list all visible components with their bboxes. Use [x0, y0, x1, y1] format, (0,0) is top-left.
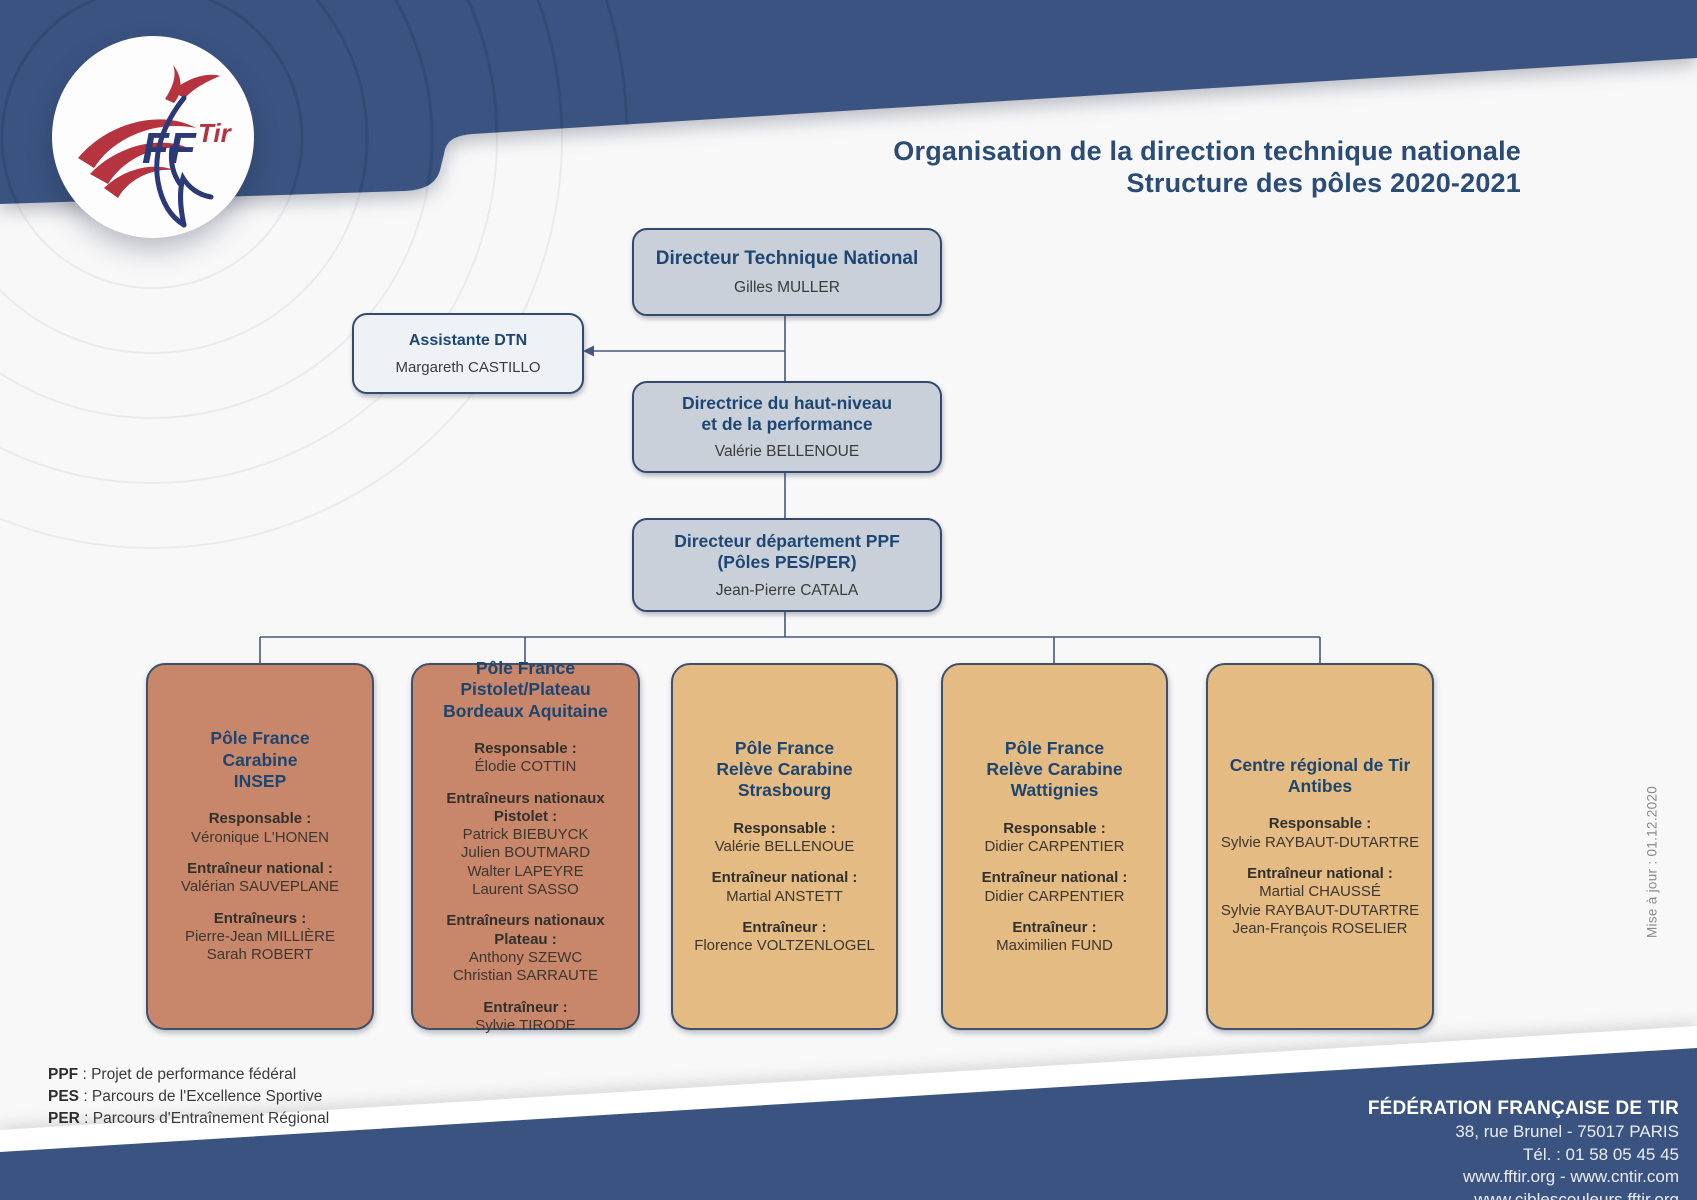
footer-org-name: FÉDÉRATION FRANÇAISE DE TIR — [1367, 1098, 1679, 1119]
dtn-name: Gilles MULLER — [734, 278, 840, 296]
pole-section: Entraîneurs nationaux Pistolet :Patrick … — [419, 790, 632, 900]
pole-section: Entraîneur :Maximilien FUND — [982, 919, 1128, 956]
directeur-ppf-title: Directeur département PPF (Pôles PES/PER… — [674, 530, 900, 572]
pole-section: Entraîneur :Sylvie TIRODE — [419, 999, 632, 1036]
pole-section: Responsable :Élodie COTTIN — [419, 740, 632, 777]
section-label: Responsable : — [733, 819, 836, 837]
person-name: Sylvie TIRODE — [475, 1016, 576, 1034]
legend-abbr: PPF — [48, 1066, 79, 1083]
pole-section: Entraîneurs nationaux Plateau :Anthony S… — [419, 912, 632, 985]
section-label: Entraîneur : — [483, 998, 568, 1016]
section-label: Entraîneur national : — [981, 869, 1128, 887]
section-label: Entraîneur national : — [1247, 865, 1393, 883]
pole-section: Responsable :Sylvie RAYBAUT-DUTARTRE — [1221, 815, 1419, 852]
directeur-ppf-box: Directeur département PPF (Pôles PES/PER… — [632, 518, 942, 612]
footer-line: 38, rue Brunel - 75017 PARIS — [1455, 1122, 1679, 1142]
person-name: Patrick BIEBUYCK — [462, 826, 589, 844]
section-label: Entraîneur national : — [711, 869, 858, 887]
person-name: Christian SARRAUTE — [452, 967, 599, 985]
pole-title: Pôle France Relève Carabine Strasbourg — [716, 737, 853, 801]
legend-row: PES : Parcours de l'Excellence Sportive — [48, 1088, 323, 1105]
pole-title: Pôle France Pistolet/Plateau Bordeaux Aq… — [443, 657, 608, 721]
person-name: Walter LAPEYRE — [467, 862, 584, 880]
pole-section: Entraîneur national :Didier CARPENTIER — [982, 869, 1128, 906]
pole-section: Entraîneur national :Martial ANSTETT — [694, 869, 875, 906]
dtn-title: Directeur Technique National — [655, 247, 919, 269]
pole-box: Pôle France Carabine INSEP Responsable :… — [146, 663, 374, 1030]
person-name: Valérian SAUVEPLANE — [180, 878, 340, 896]
person-name: Sarah ROBERT — [206, 946, 314, 964]
pole-section: Responsable :Valérie BELLENOUE — [694, 820, 875, 857]
footer-line: www.fftir.org - www.cntir.com — [1462, 1167, 1679, 1187]
footer-line: Tél. : 01 58 05 45 45 — [1523, 1144, 1679, 1164]
updated-note: Mise à jour : 01.12.2020 — [1644, 785, 1660, 939]
pole-sections: Responsable :Élodie COTTIN Entraîneurs na… — [419, 727, 632, 1035]
person-name: Élodie COTTIN — [474, 758, 577, 776]
dtn-box: Directeur Technique National Gilles MULL… — [632, 228, 942, 316]
pole-box: Pôle France Pistolet/Plateau Bordeaux Aq… — [411, 658, 640, 1034]
person-name: Maximilien FUND — [996, 937, 1113, 955]
person-name: Martial CHAUSSÉ — [1259, 883, 1381, 901]
person-name: Jean-François ROSELIER — [1232, 919, 1408, 937]
person-name: Sylvie RAYBAUT-DUTARTRE — [1220, 901, 1420, 919]
person-name: Pierre-Jean MILLIÈRE — [184, 927, 336, 945]
person-name: Didier CARPENTIER — [984, 837, 1125, 855]
pole-sections: Responsable :Valérie BELLENOUE Entraîneur… — [694, 807, 875, 956]
footer-block: FÉDÉRATION FRANÇAISE DE TIR 38, rue Brun… — [1368, 1096, 1679, 1200]
section-label: Responsable : — [474, 739, 577, 757]
directeur-ppf-name: Jean-Pierre CATALA — [715, 581, 859, 599]
section-label: Entraîneur : — [1012, 918, 1097, 936]
section-label: Entraîneur : — [742, 918, 827, 936]
pole-section: Entraîneur national :Valérian SAUVEPLANE — [181, 860, 339, 897]
legend-abbr: PES — [48, 1088, 80, 1105]
section-label: Responsable : — [208, 810, 312, 828]
pole-title: Centre régional de Tir Antibes — [1229, 754, 1411, 797]
directrice-box: Directrice du haut-niveau et de la perfo… — [632, 381, 942, 473]
section-label: Entraîneurs : — [213, 909, 307, 927]
person-name: Didier CARPENTIER — [984, 887, 1125, 905]
person-name: Martial ANSTETT — [726, 887, 843, 905]
footer-line: www.ciblescouleurs.fftir.org — [1474, 1190, 1679, 1200]
section-label: Responsable : — [1003, 819, 1106, 837]
person-name: Véronique L'HONEN — [191, 828, 329, 846]
legend-row: PER : Parcours d'Entraînement Régional — [48, 1110, 330, 1127]
pole-section: Entraîneur :Florence VOLTZENLOGEL — [694, 919, 875, 956]
pole-title: Pôle France Carabine INSEP — [210, 728, 310, 792]
person-name: Julien BOUTMARD — [460, 844, 591, 862]
section-label: Responsable : — [1268, 815, 1372, 833]
pole-title: Pôle France Relève Carabine Wattignies — [986, 737, 1123, 801]
person-name: Sylvie RAYBAUT-DUTARTRE — [1220, 833, 1420, 851]
person-name: Florence VOLTZENLOGEL — [694, 937, 875, 955]
section-label: Entraîneurs nationaux Pistolet : — [446, 789, 605, 825]
section-label: Entraîneurs nationaux Plateau : — [446, 912, 605, 948]
person-name: Anthony SZEWC — [468, 948, 583, 966]
legend-row: PPF : Projet de performance fédéral — [48, 1066, 297, 1083]
directrice-title: Directrice du haut-niveau et de la perfo… — [681, 393, 893, 434]
directrice-name: Valérie BELLENOUE — [714, 443, 860, 460]
pole-box: Pôle France Relève Carabine Wattignies R… — [941, 663, 1168, 1030]
pole-section: Responsable :Didier CARPENTIER — [982, 820, 1128, 857]
pole-section: Responsable :Véronique L'HONEN — [181, 810, 339, 847]
person-name: Valérie BELLENOUE — [714, 837, 855, 855]
pole-sections: Responsable :Véronique L'HONEN Entraîneur… — [181, 797, 339, 964]
pole-box: Centre régional de Tir Antibes Responsab… — [1206, 663, 1434, 1030]
section-label: Entraîneur national : — [187, 860, 333, 878]
person-name: Laurent SASSO — [472, 881, 579, 899]
pole-box: Pôle France Relève Carabine Strasbourg R… — [671, 663, 898, 1030]
legend-abbr: PER — [48, 1110, 80, 1127]
